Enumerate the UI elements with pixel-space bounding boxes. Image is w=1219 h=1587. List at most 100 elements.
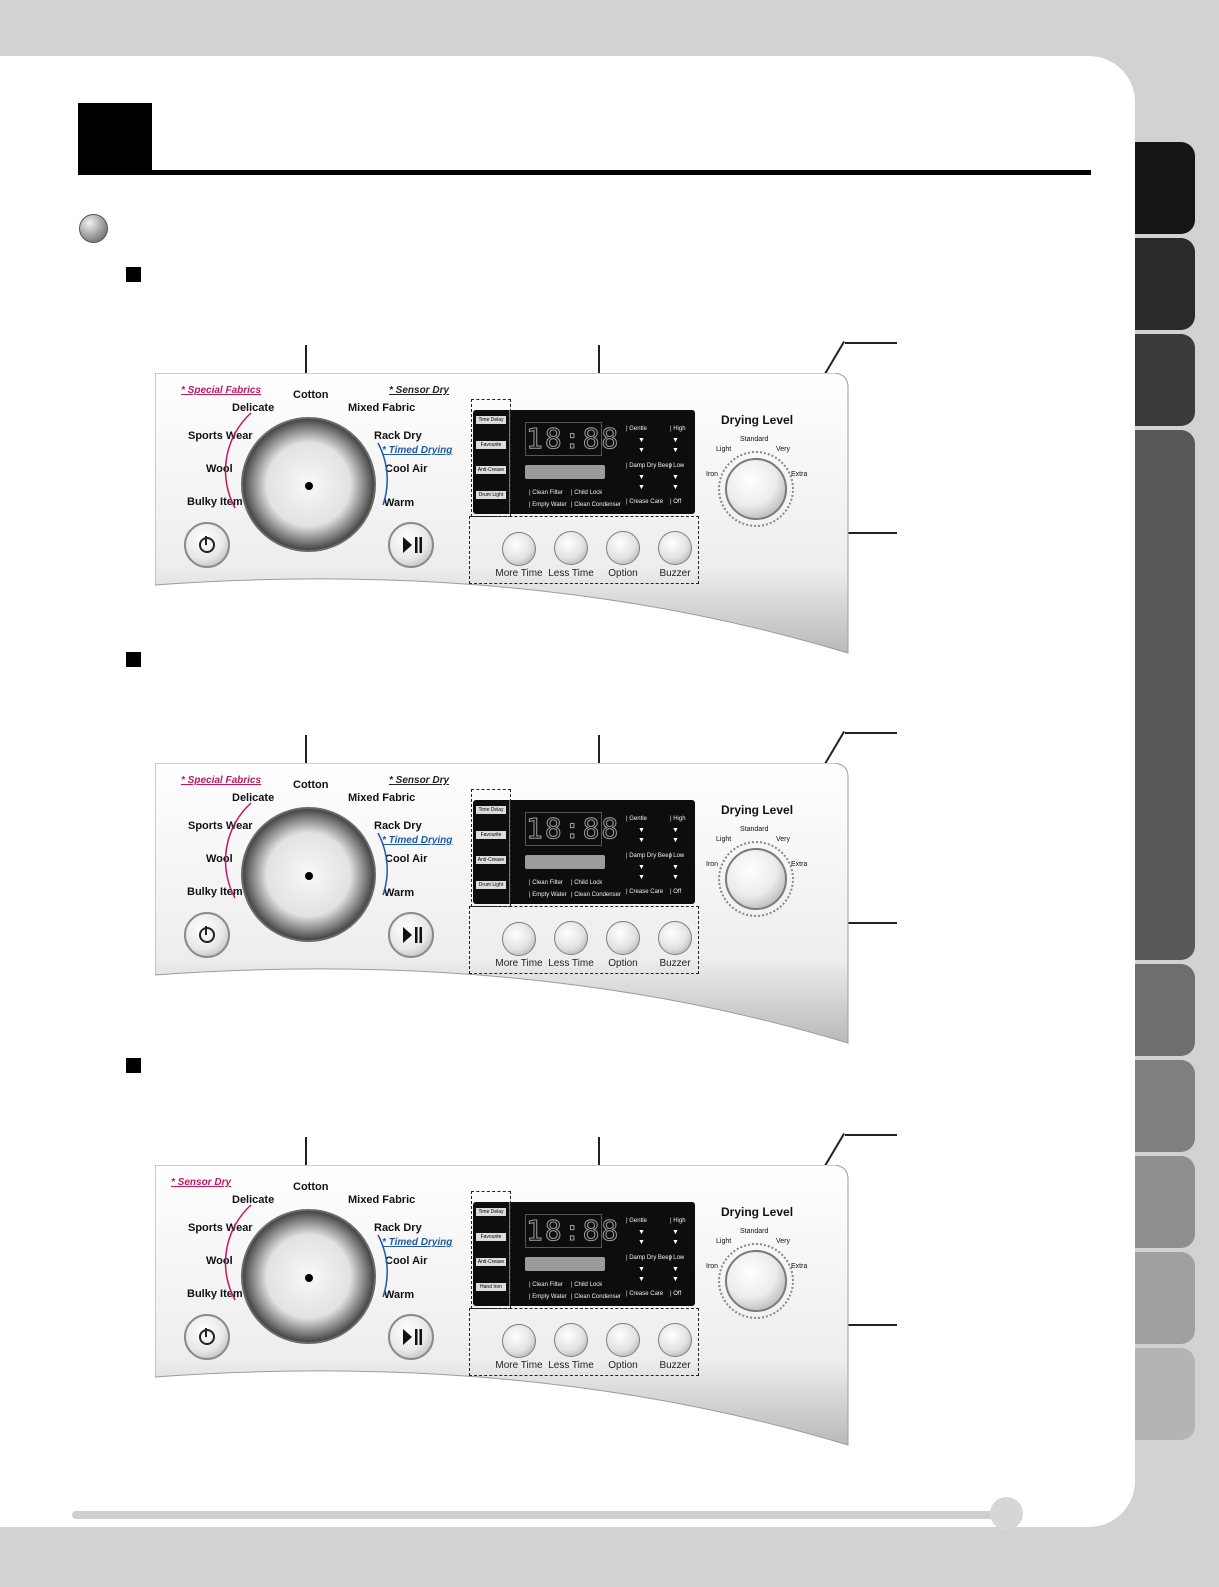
lcd-tag[interactable]: Favourite xyxy=(476,441,506,449)
power-icon xyxy=(199,1328,215,1345)
cycle-indicator-strip xyxy=(525,1257,605,1271)
lcd-tag[interactable]: Hand Iron xyxy=(476,1283,506,1291)
lcd-tag[interactable]: Anti-Crease xyxy=(476,856,506,864)
option-button-label: Option xyxy=(608,1360,638,1371)
section-rule xyxy=(78,170,1091,175)
down-arrow-icon: ▼ xyxy=(638,837,645,844)
lcd-text-gentle: | Gentle xyxy=(626,426,647,432)
lcd-tag[interactable]: Anti-Crease xyxy=(476,1258,506,1266)
option-button[interactable] xyxy=(554,531,588,565)
time-digits: 18:88 xyxy=(525,812,621,846)
option-button[interactable] xyxy=(554,1323,588,1357)
panel-label-cotton: Cotton xyxy=(293,389,329,401)
lcd-tag[interactable]: Drum Light xyxy=(476,881,506,889)
drying-level-dial[interactable] xyxy=(725,848,787,910)
down-arrow-icon: ▼ xyxy=(672,1229,679,1236)
lcd-tag[interactable]: Time Delay xyxy=(476,416,506,424)
panel-label-iron: Iron xyxy=(706,861,719,868)
play-pause-icon xyxy=(403,1329,422,1345)
lcd-text-high: | High xyxy=(670,1218,686,1224)
option-button[interactable] xyxy=(658,921,692,955)
option-button[interactable] xyxy=(606,1323,640,1357)
footer-rule xyxy=(72,1511,1002,1519)
lcd-text-empty-water: | Empty Water xyxy=(529,502,567,508)
option-button[interactable] xyxy=(658,531,692,565)
lcd-text-gentle: | Gentle xyxy=(626,1218,647,1224)
lcd-text-empty-water: | Empty Water xyxy=(529,1294,567,1300)
drying-dial-ring xyxy=(718,1243,794,1319)
option-button-label: More Time xyxy=(495,1360,543,1371)
option-button[interactable] xyxy=(502,1324,536,1358)
panel-label-special-fabrics: * Special Fabrics xyxy=(181,385,262,396)
start-pause-button[interactable] xyxy=(388,522,434,568)
callout-line xyxy=(845,732,897,734)
lcd-tag[interactable]: Favourite xyxy=(476,1233,506,1241)
lcd-text-off: | Off xyxy=(670,889,682,895)
panel-label-extra: Extra xyxy=(791,471,808,478)
panel-label-light: Light xyxy=(716,1238,732,1245)
side-tab[interactable] xyxy=(1135,334,1195,426)
option-button-label: More Time xyxy=(495,568,543,579)
lcd-text-clean-condenser: | Clean Condenser xyxy=(571,502,621,508)
lcd-text-damp-dry-beep: | Damp Dry Beep xyxy=(626,463,672,469)
panel-label-very: Very xyxy=(776,836,791,843)
start-pause-button[interactable] xyxy=(388,1314,434,1360)
lcd-tag[interactable]: Anti-Crease xyxy=(476,466,506,474)
panel-label-mixed-fabric: Mixed Fabric xyxy=(348,402,416,414)
side-tab[interactable] xyxy=(1135,142,1195,234)
side-tab[interactable] xyxy=(1135,430,1195,960)
panel-label-light: Light xyxy=(716,836,732,843)
lcd-text-gentle: | Gentle xyxy=(626,816,647,822)
option-button[interactable] xyxy=(606,921,640,955)
lcd-tag[interactable]: Drum Light xyxy=(476,491,506,499)
panel-label-timed-drying: * Timed Drying xyxy=(382,1237,453,1248)
option-button-label: More Time xyxy=(495,958,543,969)
side-tab[interactable] xyxy=(1135,238,1195,330)
lcd-tag[interactable]: Time Delay xyxy=(476,1208,506,1216)
panel-label-rack-dry: Rack Dry xyxy=(374,820,422,832)
power-button[interactable] xyxy=(184,1314,230,1360)
lcd-text-off: | Off xyxy=(670,1291,682,1297)
side-tab[interactable] xyxy=(1135,1348,1195,1440)
down-arrow-icon: ▼ xyxy=(638,1266,645,1273)
power-button[interactable] xyxy=(184,522,230,568)
cycle-indicator-strip xyxy=(525,465,605,479)
side-tab[interactable] xyxy=(1135,1252,1195,1344)
drying-level-dial[interactable] xyxy=(725,1250,787,1312)
lcd-text-clean-filter: | Clean Filter xyxy=(529,880,563,886)
panel-label-timed-drying: * Timed Drying xyxy=(382,445,453,456)
start-pause-button[interactable] xyxy=(388,912,434,958)
power-icon xyxy=(199,926,215,943)
callout-line xyxy=(845,1134,897,1136)
lcd-tag[interactable]: Time Delay xyxy=(476,806,506,814)
down-arrow-icon: ▼ xyxy=(672,484,679,491)
drying-level-dial[interactable] xyxy=(725,458,787,520)
panel-label-bulky-item: Bulky Item xyxy=(187,496,243,508)
lcd-text-damp-dry-beep: | Damp Dry Beep xyxy=(626,1255,672,1261)
time-digits: 18:88 xyxy=(525,422,621,456)
panel-label-drying-level: Drying Level xyxy=(721,803,794,817)
down-arrow-icon: ▼ xyxy=(672,1276,679,1283)
side-tab[interactable] xyxy=(1135,1060,1195,1152)
panel-label-sensor-dry: * Sensor Dry xyxy=(389,775,450,786)
side-tab[interactable] xyxy=(1135,964,1195,1056)
option-button[interactable] xyxy=(502,922,536,956)
lcd-text-clean-condenser: | Clean Condenser xyxy=(571,1294,621,1300)
section-marker-block xyxy=(78,103,152,174)
lcd-tag[interactable]: Favourite xyxy=(476,831,506,839)
panel-label-sports-wear: Sports Wear xyxy=(188,430,253,442)
lcd-text-empty-water: | Empty Water xyxy=(529,892,567,898)
side-tab[interactable] xyxy=(1135,1156,1195,1248)
option-button[interactable] xyxy=(658,1323,692,1357)
callout-line xyxy=(845,342,897,344)
option-button[interactable] xyxy=(606,531,640,565)
play-pause-icon xyxy=(403,537,422,553)
panel-label-delicate: Delicate xyxy=(232,792,275,804)
option-button[interactable] xyxy=(502,532,536,566)
option-button[interactable] xyxy=(554,921,588,955)
power-button[interactable] xyxy=(184,912,230,958)
